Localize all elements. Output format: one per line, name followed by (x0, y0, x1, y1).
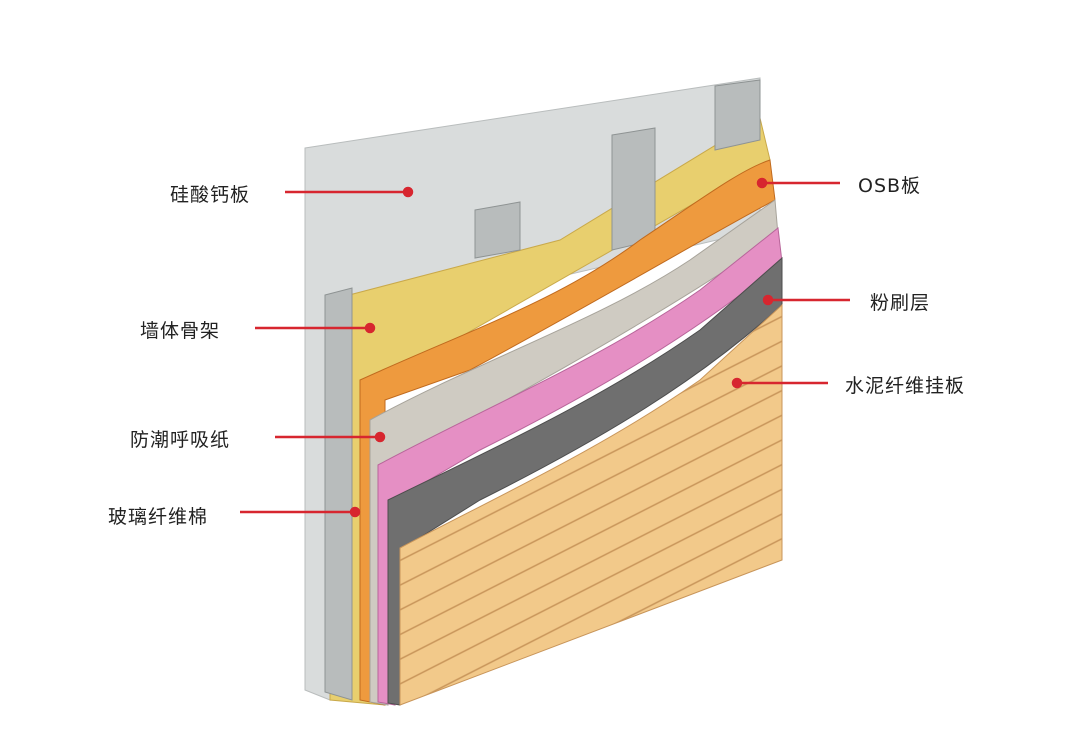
leader-lines (240, 177, 850, 518)
label-glass-fiber-wool: 玻璃纤维棉 (108, 506, 209, 528)
label-breathable-membrane: 防潮呼吸纸 (130, 429, 231, 451)
osb-board (359, 159, 776, 706)
fiber-cement-siding (399, 303, 783, 706)
wall-frame-studs (324, 79, 761, 701)
label-wall-frame: 墙体骨架 (140, 320, 221, 342)
label-osb-board: OSB板 (858, 175, 922, 197)
label-plaster-layer: 粉刷层 (870, 292, 931, 314)
label-calcium-silicate-board: 硅酸钙板 (170, 184, 251, 206)
label-fiber-cement-siding: 水泥纤维挂板 (845, 375, 966, 397)
